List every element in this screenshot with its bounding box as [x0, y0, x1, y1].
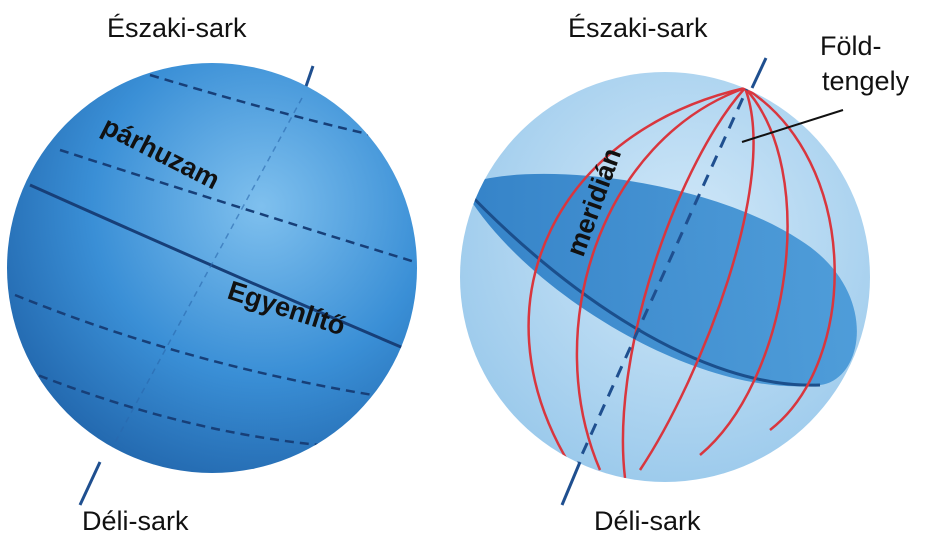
right-axis-bottom [560, 461, 582, 506]
left-axis-bottom [78, 461, 102, 506]
parallel-line [59, 148, 416, 264]
parallel-line [14, 293, 406, 402]
meridian-line [621, 87, 746, 479]
meridian-line [527, 86, 746, 466]
axis-label-line2: tengely [822, 66, 910, 96]
axis-pointer-line [741, 109, 844, 143]
meridian-line [575, 86, 746, 471]
right-axis-hidden [573, 72, 762, 471]
meridian-line [699, 87, 789, 456]
right-globe [460, 57, 870, 506]
equator-line [29, 183, 409, 352]
right-north-label: Északi-sark [568, 13, 708, 43]
meridian-line [744, 86, 836, 431]
right-south-label: Déli-sark [594, 506, 701, 533]
left-north-label: Északi-sark [107, 13, 247, 43]
right-axis-top [750, 57, 768, 89]
equator-plane-edge [460, 184, 821, 387]
meridian-line [638, 87, 755, 471]
left-sphere [7, 63, 417, 473]
left-south-label: Déli-sark [82, 506, 189, 533]
axis-label-line1: Föld- [820, 31, 882, 61]
left-globe [7, 63, 417, 506]
left-axis-hidden [99, 97, 303, 471]
